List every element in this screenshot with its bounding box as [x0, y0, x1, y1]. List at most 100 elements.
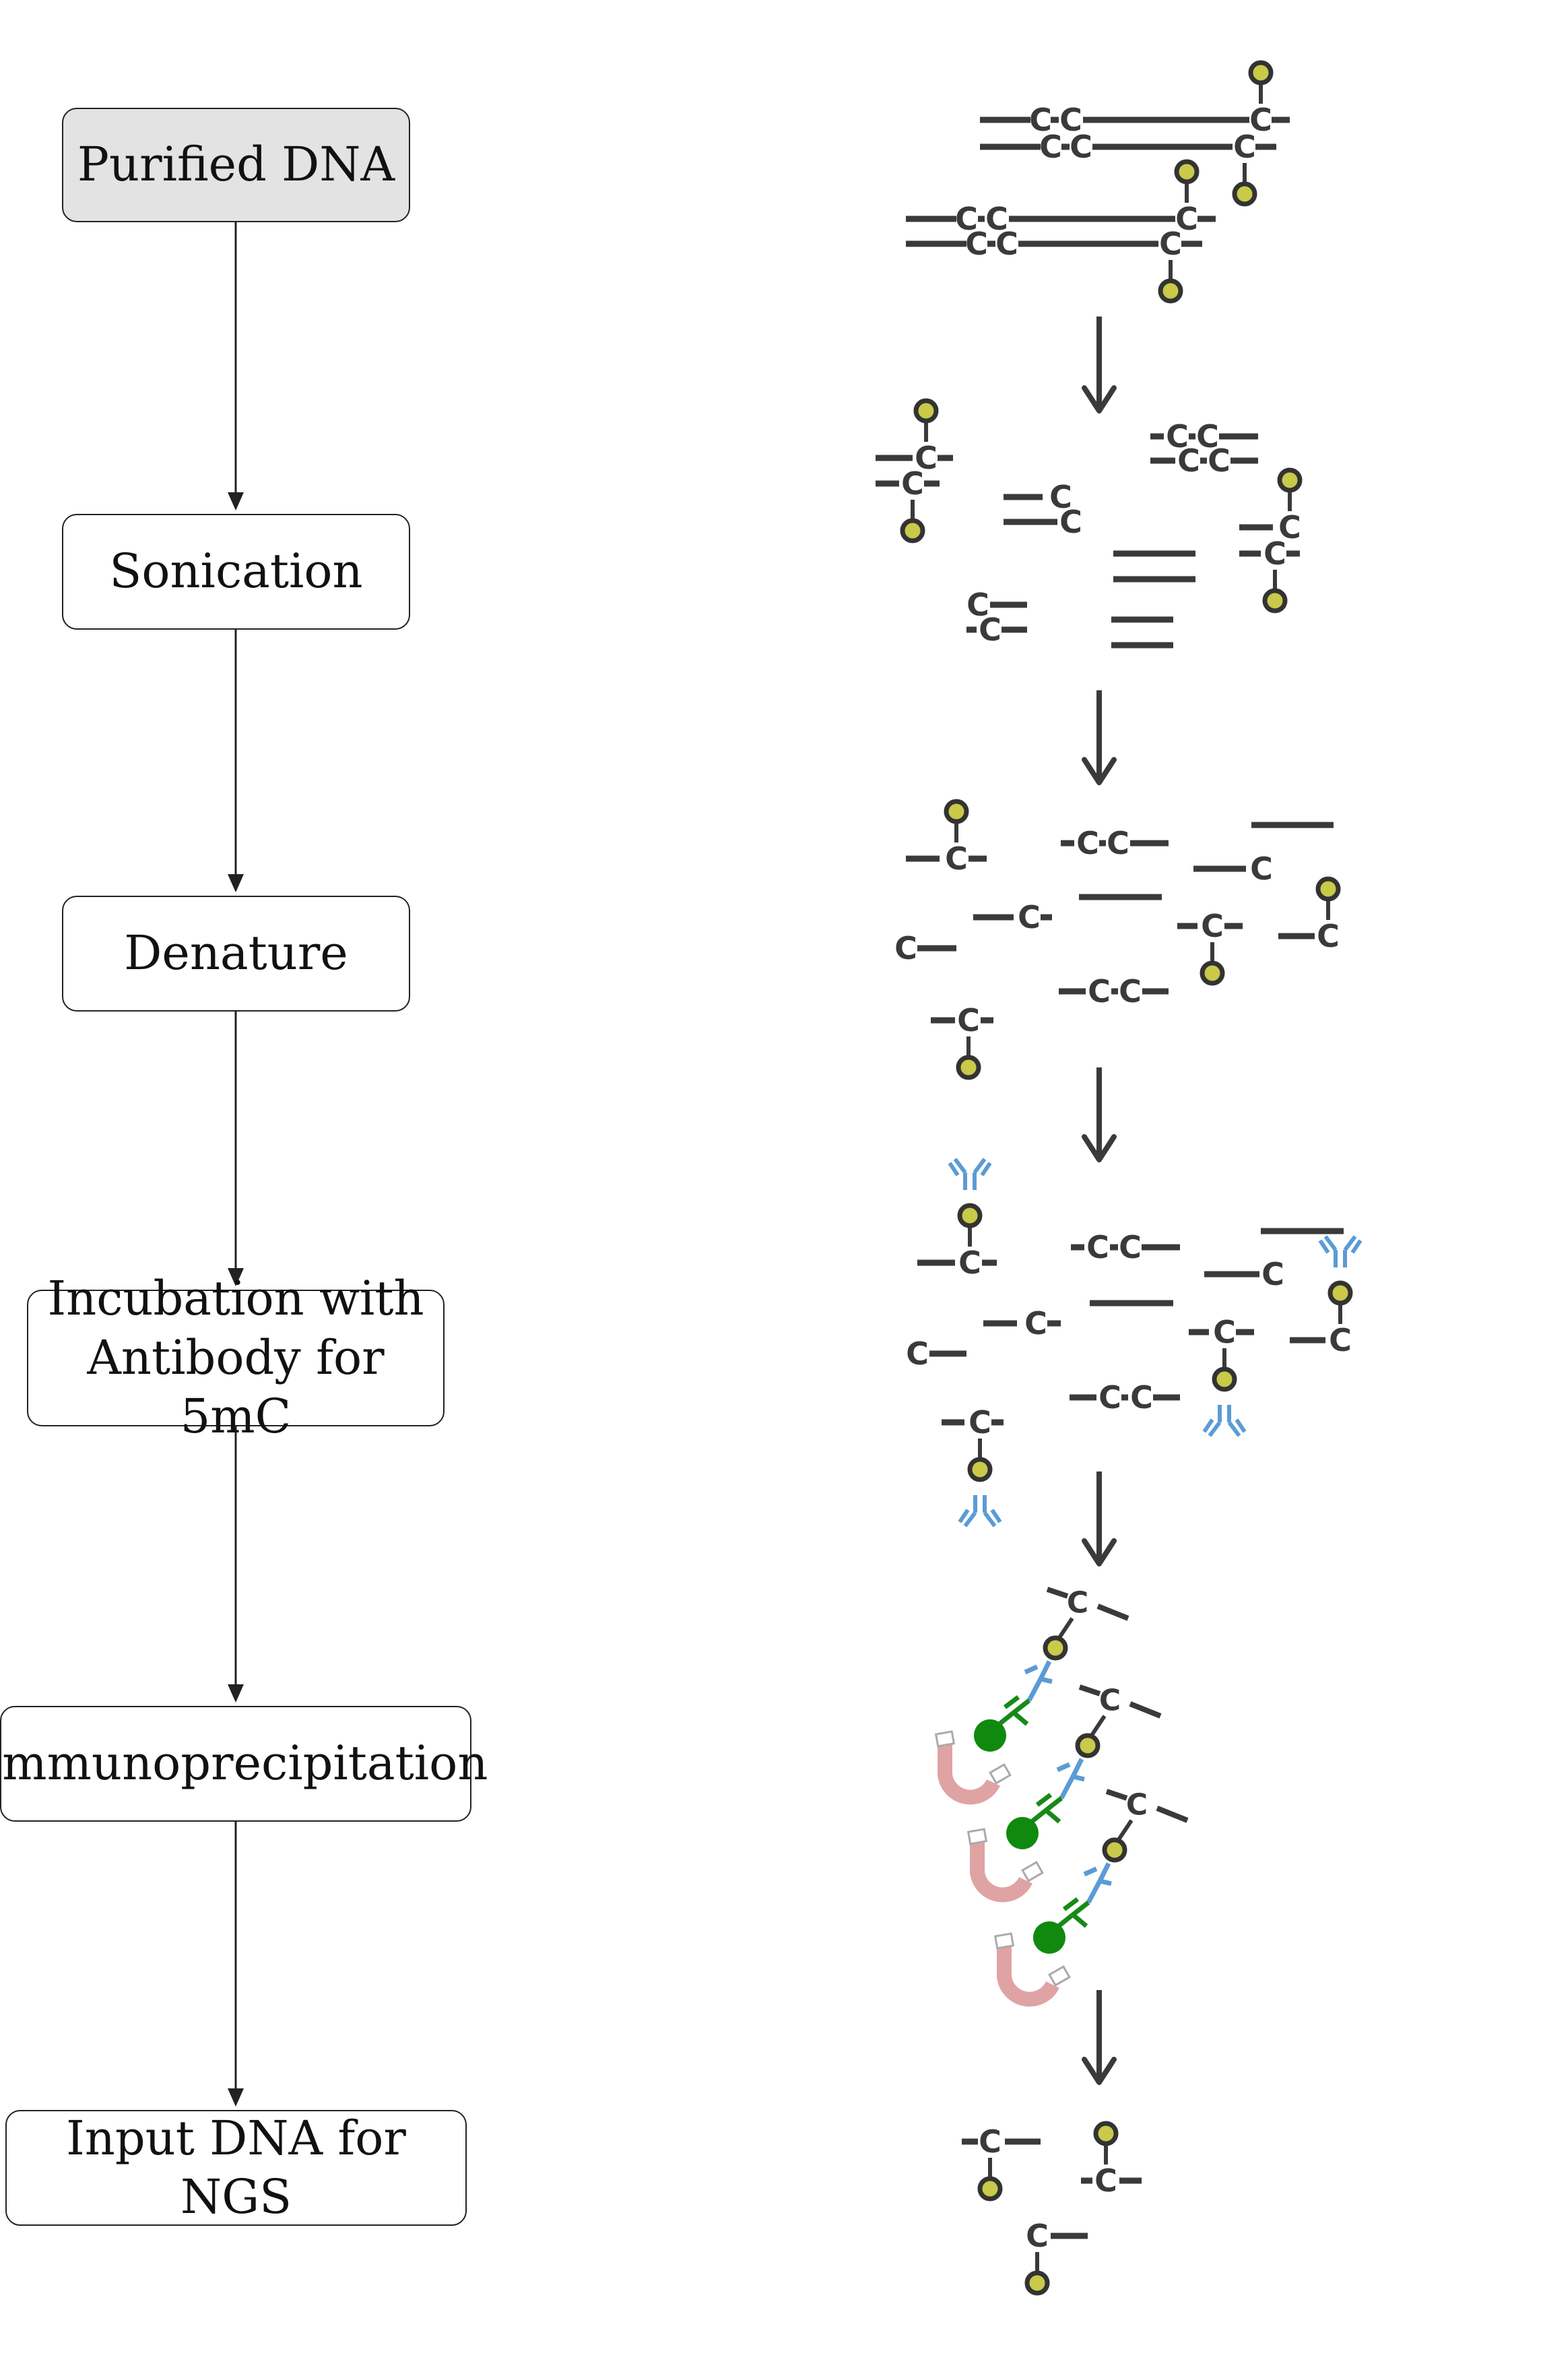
cytosine-label: C	[1086, 1229, 1109, 1265]
step-immunoprecipitation: Immunoprecipitation	[0, 1706, 488, 1822]
cytosine-label: C	[958, 1245, 981, 1281]
cytosine-label: C	[894, 930, 917, 966]
cytosine-label: C	[1233, 129, 1256, 165]
cytosine-label: C	[1249, 102, 1272, 138]
methyl-group-icon	[913, 398, 939, 424]
antibody-icon	[1318, 1235, 1363, 1267]
methyl-group-icon	[900, 518, 925, 543]
cytosine-label: C	[995, 226, 1018, 262]
cytosine-label: C	[901, 465, 924, 502]
cytosine-label: C	[1278, 509, 1301, 546]
dna-strand	[1156, 1806, 1189, 1823]
magnetic-bead-icon	[974, 1719, 1006, 1752]
cytosine-label: C	[1250, 851, 1273, 887]
dna-strand	[1078, 1684, 1101, 1696]
cytosine-label: C	[1177, 442, 1200, 479]
down-arrow-icon	[1082, 757, 1117, 785]
magnet-icon	[993, 1932, 1071, 2007]
antibody-icon	[1056, 1758, 1085, 1799]
dna-strand	[1105, 1789, 1128, 1801]
methyl-group-icon	[1024, 2270, 1050, 2296]
antibody-icon	[958, 1495, 1002, 1527]
antibody-icon	[1083, 1862, 1112, 1904]
cytosine-label: C	[1119, 973, 1142, 1010]
step-input-dna-ngs: Input DNA for NGS	[5, 2110, 467, 2226]
antibody-icon	[1202, 1405, 1247, 1437]
cytosine-label: C	[1026, 2218, 1049, 2254]
methyl-stalk	[1057, 1617, 1074, 1640]
cytosine-label: C	[969, 1404, 991, 1441]
cytosine-label: C	[1024, 1305, 1047, 1342]
methyl-group-icon	[944, 799, 969, 824]
step-label: Purified DNA	[77, 137, 395, 193]
down-arrow-icon	[1082, 385, 1117, 414]
magnetic-bead-icon	[1006, 1817, 1039, 1849]
methyl-group-icon	[1212, 1366, 1237, 1392]
methyl-group-icon	[1043, 1635, 1068, 1661]
magnetic-bead-icon	[1033, 1921, 1065, 1954]
cytosine-label: C	[1208, 442, 1230, 479]
cytosine-label: C	[966, 587, 989, 623]
methyl-group-icon	[1315, 876, 1341, 902]
step-label: Incubation with Antibody for 5mC	[47, 1271, 424, 1445]
methyl-stalk	[1116, 1819, 1134, 1842]
methyl-group-icon	[977, 2176, 1003, 2202]
antibody-icon	[948, 1158, 992, 1190]
cytosine-label: C	[1166, 418, 1189, 455]
cytosine-label: C	[1029, 102, 1052, 138]
cytosine-label: C	[915, 440, 938, 476]
cytosine-label: C	[1018, 899, 1041, 935]
cytosine-label: C	[1067, 1586, 1088, 1620]
cytosine-label: C	[906, 1335, 929, 1372]
down-arrow-icon	[1082, 1134, 1117, 1162]
methyl-group-icon	[1200, 960, 1225, 986]
step-label: Input DNA for NGS	[66, 2110, 406, 2225]
cytosine-label: C	[1059, 504, 1082, 540]
down-arrow-icon	[1082, 1538, 1117, 1566]
cytosine-label: C	[1263, 535, 1286, 572]
down-arrow-icon	[1082, 2057, 1117, 2085]
cytosine-label: C	[1049, 479, 1072, 515]
cytosine-label: C	[1107, 825, 1129, 861]
step-label: Denature	[124, 925, 348, 981]
methyl-group-icon	[956, 1055, 981, 1080]
cytosine-label: C	[1130, 1379, 1153, 1416]
methyl-group-icon	[967, 1457, 993, 1482]
cytosine-label: C	[1099, 1684, 1121, 1718]
methyl-group-icon	[1262, 588, 1288, 614]
cytosine-label: C	[1213, 1314, 1236, 1350]
methyl-group-icon	[1277, 467, 1303, 493]
cytosine-label: C	[1196, 418, 1219, 455]
cytosine-label: C	[1261, 1256, 1284, 1292]
secondary-antibody-icon	[1027, 1793, 1063, 1826]
cytosine-label: C	[1098, 1379, 1121, 1416]
cytosine-label: C	[1175, 201, 1198, 237]
methyl-group-icon	[1174, 159, 1200, 185]
cytosine-label: C	[1201, 908, 1224, 944]
step-sonication: Sonication	[62, 514, 410, 630]
step-purified-dna: Purified DNA	[62, 108, 410, 222]
cytosine-label: C	[1126, 1788, 1148, 1822]
cytosine-label: C	[1076, 825, 1099, 861]
dna-strand	[1046, 1587, 1069, 1599]
methyl-group-icon	[1232, 181, 1257, 207]
step-denature: Denature	[62, 896, 410, 1012]
cytosine-label: C	[1317, 918, 1340, 954]
cytosine-label: C	[957, 1002, 980, 1038]
methyl-group-icon	[1075, 1733, 1101, 1758]
cytosine-label: C	[979, 2123, 1002, 2160]
cytosine-label: C	[1059, 102, 1082, 138]
step-antibody-incubation: Incubation with Antibody for 5mC	[27, 1271, 445, 1444]
cytosine-label: C	[1094, 2162, 1117, 2199]
cytosine-label: C	[1119, 1229, 1142, 1265]
methyl-group-icon	[1248, 60, 1274, 86]
cytosine-label: C	[1070, 129, 1092, 165]
secondary-antibody-icon	[995, 1695, 1031, 1728]
step-label: Sonication	[109, 543, 363, 599]
cytosine-label: C	[1159, 226, 1182, 262]
cytosine-label: C	[979, 611, 1002, 648]
dna-strand	[1096, 1604, 1129, 1621]
dna-strand	[1129, 1701, 1162, 1719]
